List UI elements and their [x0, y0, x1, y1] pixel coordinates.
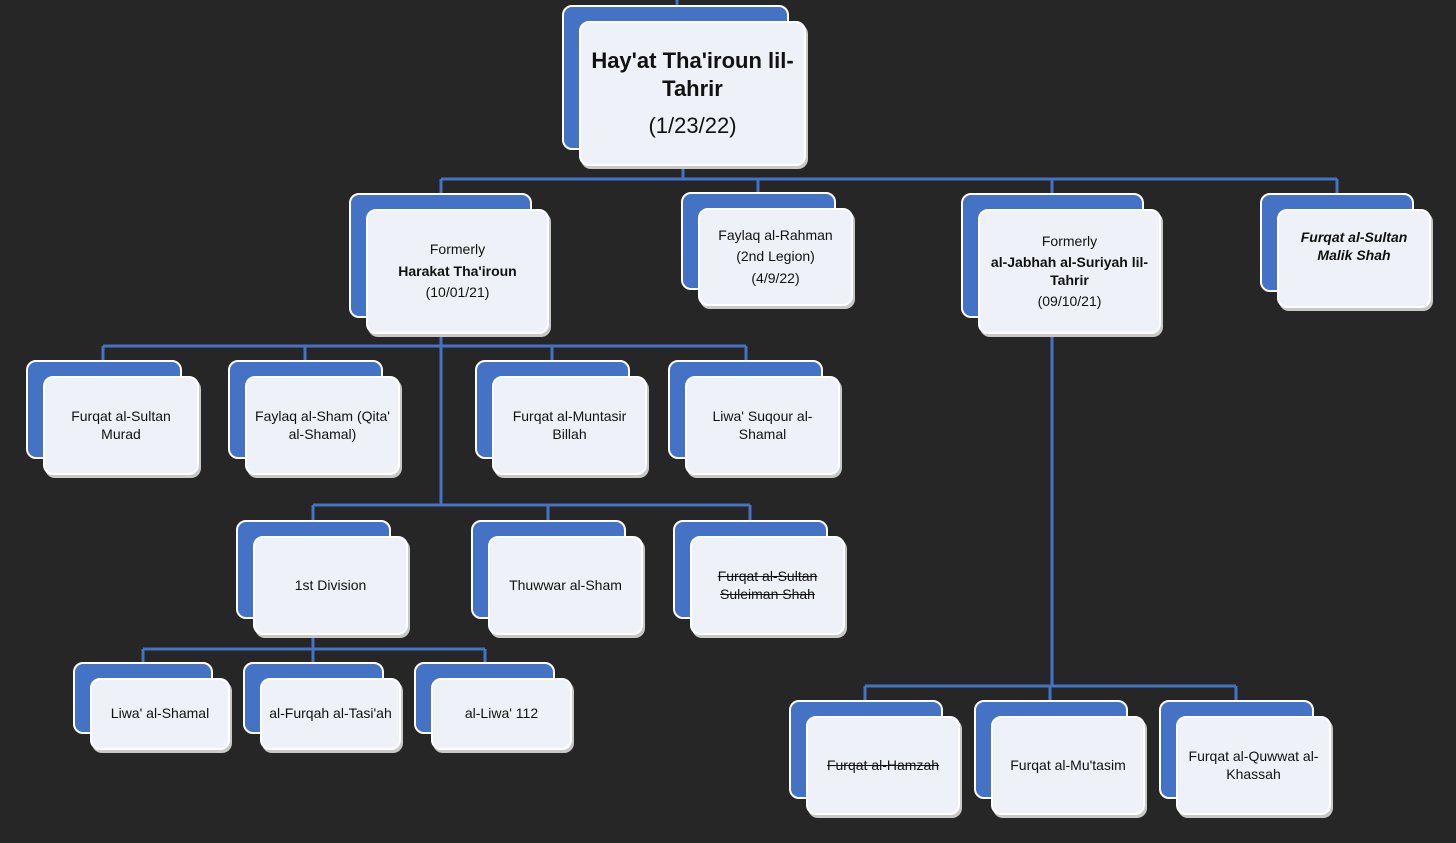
harakat-lower-suleiman: Furqat al-Sultan Suleiman Shah [673, 520, 845, 635]
node-front: al-Liwa' 112 [431, 678, 572, 750]
harakat-node-front: Formerly Harakat Tha'iroun (10/01/21) [366, 209, 549, 334]
node-front: Liwa' al-Shamal [90, 678, 230, 750]
jabhah-name: al-Jabhah al-Suriyah lil-Tahrir [990, 254, 1149, 288]
harakat-child-muntasir: Furqat al-Muntasir Billah [475, 360, 647, 475]
root-node-front: Hay'at Tha'iroun lil-Tahrir (1/23/22) [579, 21, 806, 166]
faylaq-rahman-node: Faylaq al-Rahman (2nd Legion) (4/9/22) [681, 192, 853, 306]
node-front: Furqat al-Quwwat al-Khassah [1176, 716, 1331, 815]
faylaq-rahman-line2: (2nd Legion) [736, 248, 815, 265]
node-label: Furqat al-Hamzah [826, 756, 940, 773]
jabhah-child-hamzah: Furqat al-Hamzah [789, 700, 960, 815]
harakat-child-faylaq-sham: Faylaq al-Sham (Qita' al-Shamal) [228, 360, 400, 475]
faylaq-rahman-node-front: Faylaq al-Rahman (2nd Legion) (4/9/22) [698, 208, 853, 306]
node-label: al-Liwa' 112 [464, 705, 539, 722]
harakat-prefix: Formerly [429, 241, 486, 258]
root-node: Hay'at Tha'iroun lil-Tahrir (1/23/22) [562, 5, 806, 166]
jabhah-node-front: Formerly al-Jabhah al-Suriyah lil-Tahrir… [978, 209, 1161, 334]
malik-shah-node-front: Furqat al-Sultan Malik Shah [1277, 209, 1431, 308]
harakat-lower-1st-division: 1st Division [236, 520, 408, 635]
division-child-furqah-tasiah: al-Furqah al-Tasi'ah [243, 662, 401, 750]
node-front: Faylaq al-Sham (Qita' al-Shamal) [245, 376, 400, 475]
faylaq-rahman-date: (4/9/22) [751, 269, 800, 286]
node-front: 1st Division [253, 536, 408, 635]
harakat-lower-thuwwar: Thuwwar al-Sham [471, 520, 643, 635]
harakat-child-suqour: Liwa' Suqour al-Shamal [668, 360, 840, 475]
harakat-node: Formerly Harakat Tha'iroun (10/01/21) [349, 193, 549, 334]
malik-shah-name: Furqat al-Sultan Malik Shah [1300, 229, 1408, 263]
node-front: Furqat al-Hamzah [806, 716, 960, 815]
node-front: al-Furqah al-Tasi'ah [260, 678, 401, 750]
jabhah-node: Formerly al-Jabhah al-Suriyah lil-Tahrir… [961, 193, 1161, 334]
division-child-liwa-shamal: Liwa' al-Shamal [73, 662, 230, 750]
node-label: Furqat al-Quwwat al-Khassah [1188, 748, 1319, 782]
harakat-name: Harakat Tha'iroun [398, 262, 517, 279]
node-label: 1st Division [294, 576, 367, 593]
node-front: Furqat al-Sultan Murad [43, 376, 199, 475]
node-label: Thuwwar al-Sham [509, 576, 622, 593]
node-label: Furqat al-Sultan Murad [71, 408, 171, 442]
root-title: Hay'at Tha'iroun lil-Tahrir [591, 47, 794, 102]
jabhah-date: (09/10/21) [1037, 293, 1102, 309]
node-front: Thuwwar al-Sham [488, 536, 643, 635]
node-label: Furqat al-Mu'tasim [1010, 756, 1126, 773]
jabhah-child-mutasim: Furqat al-Mu'tasim [974, 700, 1145, 815]
node-label: Liwa' al-Shamal [110, 705, 210, 722]
node-label: al-Furqah al-Tasi'ah [269, 705, 392, 722]
jabhah-prefix: Formerly [1041, 232, 1098, 249]
node-front: Furqat al-Mu'tasim [991, 716, 1145, 815]
node-front: Liwa' Suqour al-Shamal [685, 376, 840, 475]
division-child-liwa-112: al-Liwa' 112 [414, 662, 572, 750]
node-label: Furqat al-Muntasir Billah [512, 408, 627, 442]
root-date: (1/23/22) [648, 112, 737, 138]
node-label: Faylaq al-Sham (Qita' al-Shamal) [255, 408, 390, 442]
node-front: Furqat al-Sultan Suleiman Shah [690, 536, 845, 635]
node-front: Furqat al-Muntasir Billah [492, 376, 647, 475]
node-label: Liwa' Suqour al-Shamal [712, 408, 813, 442]
faylaq-rahman-line1: Faylaq al-Rahman [718, 226, 833, 243]
harakat-child-murad: Furqat al-Sultan Murad [26, 360, 199, 475]
node-label: Furqat al-Sultan Suleiman Shah [717, 568, 818, 602]
jabhah-child-quwwat: Furqat al-Quwwat al-Khassah [1159, 700, 1331, 815]
harakat-date: (10/01/21) [425, 284, 490, 301]
malik-shah-node: Furqat al-Sultan Malik Shah [1260, 193, 1431, 308]
